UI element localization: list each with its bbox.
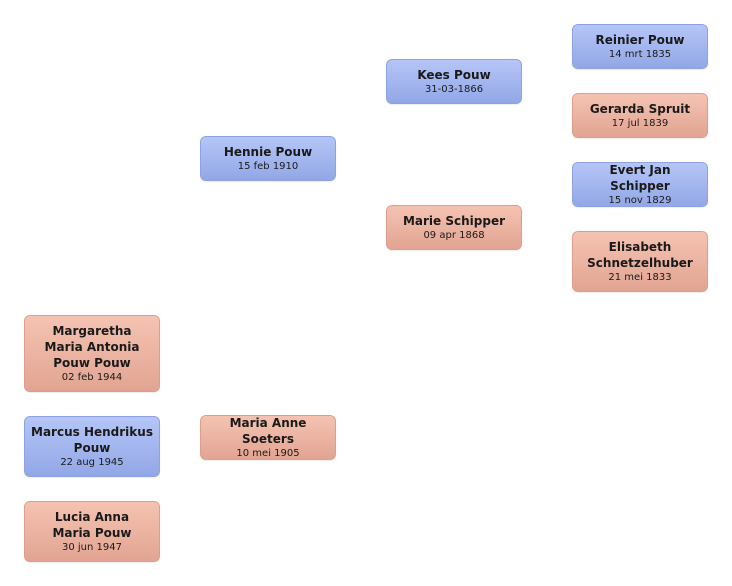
person-birth-date: 15 feb 1910 xyxy=(237,161,299,172)
person-birth-date: 22 aug 1945 xyxy=(60,457,124,468)
person-card-margaretha-maria-antonia-pouw[interactable]: Margaretha Maria Antonia Pouw Pouw 02 fe… xyxy=(24,315,160,392)
person-name: Evert Jan Schipper xyxy=(609,163,671,193)
person-name: Kees Pouw xyxy=(417,68,491,82)
person-birth-date: 30 jun 1947 xyxy=(62,542,122,553)
person-birth-date: 21 mei 1833 xyxy=(608,272,672,283)
person-birth-date: 09 apr 1868 xyxy=(423,230,485,241)
person-name: Marie Schipper xyxy=(402,214,506,228)
person-birth-date: 10 mei 1905 xyxy=(236,448,300,459)
person-name: Marcus Hendrikus Pouw xyxy=(31,425,153,455)
person-name: Margaretha Maria Antonia Pouw Pouw xyxy=(44,324,140,370)
person-birth-date: 02 feb 1944 xyxy=(61,372,123,383)
person-birth-date: 17 jul 1839 xyxy=(611,118,669,129)
person-card-gerarda-spruit[interactable]: Gerarda Spruit 17 jul 1839 xyxy=(572,93,708,138)
person-card-kees-pouw[interactable]: Kees Pouw 31-03-1866 xyxy=(386,59,522,104)
person-card-marie-schipper[interactable]: Marie Schipper 09 apr 1868 xyxy=(386,205,522,250)
person-card-elisabeth-schnetzelhuber[interactable]: Elisabeth Schnetzelhuber 21 mei 1833 xyxy=(572,231,708,292)
person-name: Gerarda Spruit xyxy=(589,102,691,116)
person-card-maria-anne-soeters[interactable]: Maria Anne Soeters 10 mei 1905 xyxy=(200,415,336,460)
person-card-hennie-pouw[interactable]: Hennie Pouw 15 feb 1910 xyxy=(200,136,336,181)
person-name: Maria Anne Soeters xyxy=(229,416,307,446)
person-name: Reinier Pouw xyxy=(595,33,685,47)
person-birth-date: 15 nov 1829 xyxy=(608,195,672,206)
person-birth-date: 31-03-1866 xyxy=(424,84,484,95)
person-name: Hennie Pouw xyxy=(223,145,313,159)
person-name: Lucia Anna Maria Pouw xyxy=(52,510,132,540)
person-card-reinier-pouw[interactable]: Reinier Pouw 14 mrt 1835 xyxy=(572,24,708,69)
person-name: Elisabeth Schnetzelhuber xyxy=(587,240,693,270)
person-card-evert-jan-schipper[interactable]: Evert Jan Schipper 15 nov 1829 xyxy=(572,162,708,207)
person-birth-date: 14 mrt 1835 xyxy=(608,49,672,60)
person-card-lucia-anna-maria-pouw[interactable]: Lucia Anna Maria Pouw 30 jun 1947 xyxy=(24,501,160,562)
person-card-marcus-hendrikus-pouw[interactable]: Marcus Hendrikus Pouw 22 aug 1945 xyxy=(24,416,160,477)
